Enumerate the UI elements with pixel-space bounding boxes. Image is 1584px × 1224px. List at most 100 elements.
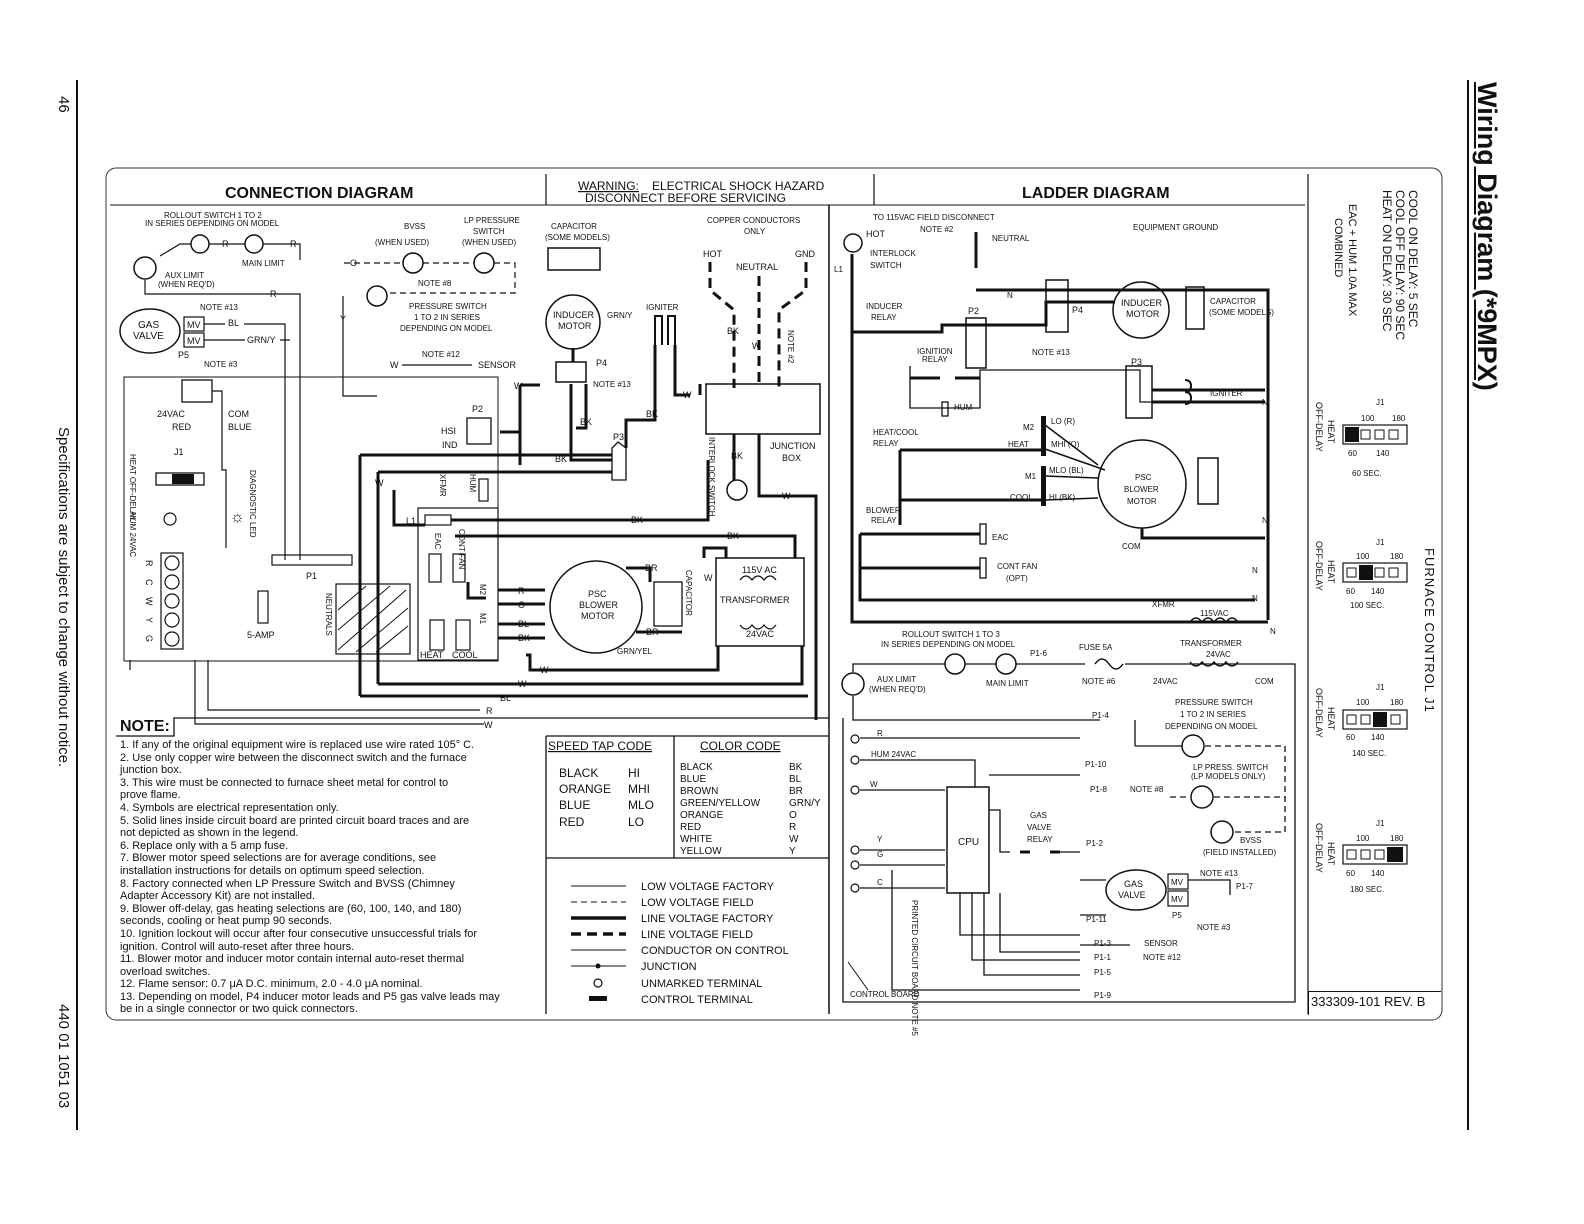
note-line: be in a single connector or two quick co…: [120, 1003, 358, 1016]
ladder-p2: P2: [968, 306, 979, 316]
j1-setting-100: J1 100 180 60 140 100 SEC. HEAT OFF-DELA…: [1314, 538, 1408, 610]
ladder-tx-secondary: [1189, 660, 1239, 667]
j1-t100: 100: [1356, 552, 1370, 561]
ladder-pin: P1-2: [1086, 839, 1103, 848]
p2-connector: [466, 417, 492, 445]
j1-sec: 180 SEC.: [1350, 885, 1384, 894]
j1-sec: 60 SEC.: [1352, 469, 1382, 478]
heavy-wire: [526, 646, 720, 672]
wire-letter: W: [782, 491, 791, 501]
motor-label: MOTOR: [581, 611, 615, 621]
rollout-wire: [159, 243, 301, 260]
ladder-pressure-switch: [1181, 734, 1205, 758]
j1-label: J1: [1376, 683, 1385, 692]
ladder-cpu: [946, 786, 990, 894]
color-name: RED: [680, 822, 701, 833]
wire-letter: W: [484, 720, 493, 730]
note-line: installation instructions for details on…: [120, 864, 425, 877]
ladder-hum24: HUM 24VAC: [871, 750, 916, 759]
legend-unmarked-terminal: [593, 978, 603, 988]
ladder-24vac: 24VAC: [1153, 677, 1178, 686]
ladder-heat-cool: HEAT/COOL: [873, 428, 919, 437]
capacitor-label: CAPACITOR: [551, 222, 597, 231]
note12-label: NOTE #12: [422, 350, 460, 359]
relay-block: [417, 507, 499, 661]
hsi-label: HSI: [441, 426, 456, 436]
ladder-valve: VALVE: [1118, 890, 1146, 900]
warning-label: WARNING:: [578, 179, 639, 193]
color-name: BROWN: [680, 786, 718, 797]
ladder-note3: NOTE #3: [1197, 923, 1231, 932]
ladder-term-letter: C: [877, 878, 883, 887]
note-line: overload switches.: [120, 965, 211, 978]
j1-offdelay: OFF-DELAY: [1314, 823, 1324, 873]
sensor-label: SENSOR: [478, 360, 517, 370]
j1-offdelay: OFF-DELAY: [1314, 541, 1324, 591]
ladder-inducer-relay-2: RELAY: [871, 313, 897, 322]
ladder-printed-note: PRINTED CIRCUIT BOARD NOTE #5: [910, 900, 919, 1036]
ladder-inducer-motor: [1112, 281, 1170, 339]
ladder-pin: P1-8: [1090, 785, 1107, 794]
j1-pin: [1374, 567, 1385, 578]
j1-jumper: [1342, 562, 1408, 583]
l1-terminal: [424, 514, 452, 526]
ladder-rail-neutral: [974, 232, 1270, 620]
rollout-label-2: IN SERIES DEPENDING ON MODEL: [145, 219, 280, 228]
ladder-note12: NOTE #12: [1143, 953, 1181, 962]
p4-note13: NOTE #13: [593, 380, 631, 389]
board-hum-terminal: [163, 512, 177, 526]
ladder-fuse-symbol: [1094, 658, 1124, 670]
wire-letter: BL: [518, 619, 529, 629]
ladder-switch: SWITCH: [870, 261, 902, 270]
transformer-coil-bot: [739, 624, 777, 630]
ladder-n: N: [1262, 398, 1268, 407]
legend-label: LOW VOLTAGE FIELD: [641, 897, 754, 909]
notes-list: 1. If any of the original equipment wire…: [120, 739, 500, 1016]
color-code-title: COLOR CODE: [700, 739, 781, 753]
legend-label: CONTROL TERMINAL: [641, 994, 753, 1006]
lp-switch-label-3: (WHEN USED): [462, 238, 517, 247]
ladder-hi-bk: HI (BK): [1049, 493, 1076, 502]
mv-label: MV: [187, 336, 201, 346]
p2-label: P2: [472, 404, 483, 414]
ladder-pin: P1-9: [1094, 991, 1111, 1000]
heavy-wire: [451, 460, 710, 522]
j1-t140: 140: [1371, 733, 1385, 742]
j1-t140: 140: [1371, 869, 1385, 878]
note-line: 8. Factory connected when LP Pressure Sw…: [120, 877, 455, 890]
p4-label: P4: [596, 358, 607, 368]
ladder-m2: M2: [1023, 423, 1035, 432]
speed-tap-title: SPEED TAP CODE: [548, 739, 652, 753]
ladder-n: N: [1007, 291, 1013, 300]
revision-number: 333309-101 REV. B: [1311, 994, 1426, 1009]
ladder-gv-wires: [1080, 879, 1231, 946]
wire-letter: BK: [646, 409, 658, 419]
low-voltage-wires: [129, 390, 484, 725]
j1-setting-60: J1 100 180 60 140 60 SEC. HEAT OFF-DELAY: [1314, 398, 1408, 478]
ladder-pin: P1-7: [1236, 882, 1253, 891]
ladder-cpu-label: CPU: [958, 837, 979, 848]
pressure-switch-label: PRESSURE SWITCH: [409, 302, 487, 311]
wire-letter: BK: [580, 417, 592, 427]
main-limit-label: MAIN LIMIT: [242, 259, 285, 268]
ladder-pin: P1-3: [1094, 939, 1111, 948]
wire-letter: W: [704, 573, 713, 583]
ladder-115vac: 115VAC: [1200, 609, 1229, 618]
gv-wire-bl: [204, 323, 286, 560]
heavy-wire: [376, 470, 612, 684]
aux-limit-switch: [133, 256, 157, 280]
ladder-pin: P1-10: [1085, 760, 1107, 769]
p1-connector: [271, 554, 353, 566]
wire-w: W: [390, 360, 399, 370]
ladder-control-board: CONTROL BOARD: [850, 990, 920, 999]
copper-label-2: ONLY: [744, 227, 766, 236]
ladder-l1: L1: [834, 265, 843, 274]
heavy-wire: [702, 546, 728, 558]
heavy-wire: [732, 434, 818, 720]
ladder-gvr-3: RELAY: [1027, 835, 1053, 844]
ladder-field-installed: (FIELD INSTALLED): [1203, 848, 1277, 857]
ladder-term-letter: W: [870, 780, 878, 789]
legend-control-terminal: [589, 996, 607, 1001]
heavy-wire: [466, 582, 486, 600]
aux-limit-label: AUX LIMIT: [165, 271, 204, 280]
